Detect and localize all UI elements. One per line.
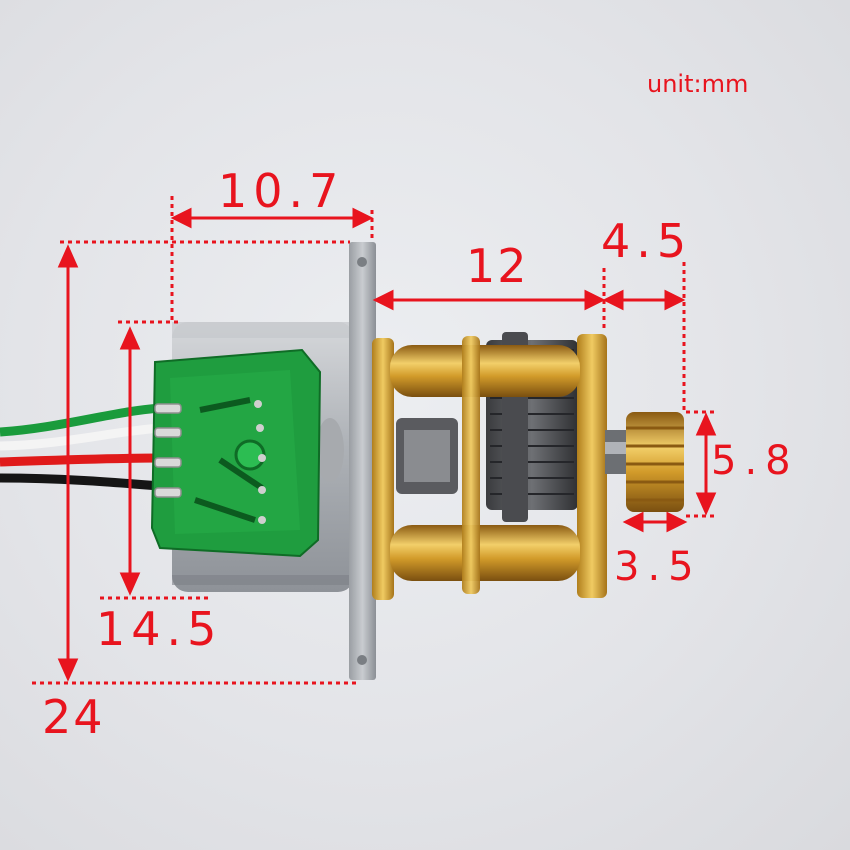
lead-wires (0, 403, 161, 491)
motor-length-label: 10.7 (218, 164, 345, 218)
shaft-length-label: 4.5 (601, 214, 693, 268)
dimension-lines (32, 196, 718, 685)
mounting-plate (349, 242, 376, 680)
pinion-diameter-label: 5.8 (711, 438, 799, 484)
unit-label: unit:mm (647, 70, 749, 98)
pinion-width-label: 3.5 (614, 544, 702, 590)
motor-height-label: 14.5 (96, 602, 223, 656)
output-pinion (626, 412, 684, 512)
gearbox (372, 332, 631, 600)
overall-height-label: 24 (42, 690, 105, 744)
gearbox-length-label: 12 (466, 239, 529, 293)
pcb-board (150, 348, 322, 558)
